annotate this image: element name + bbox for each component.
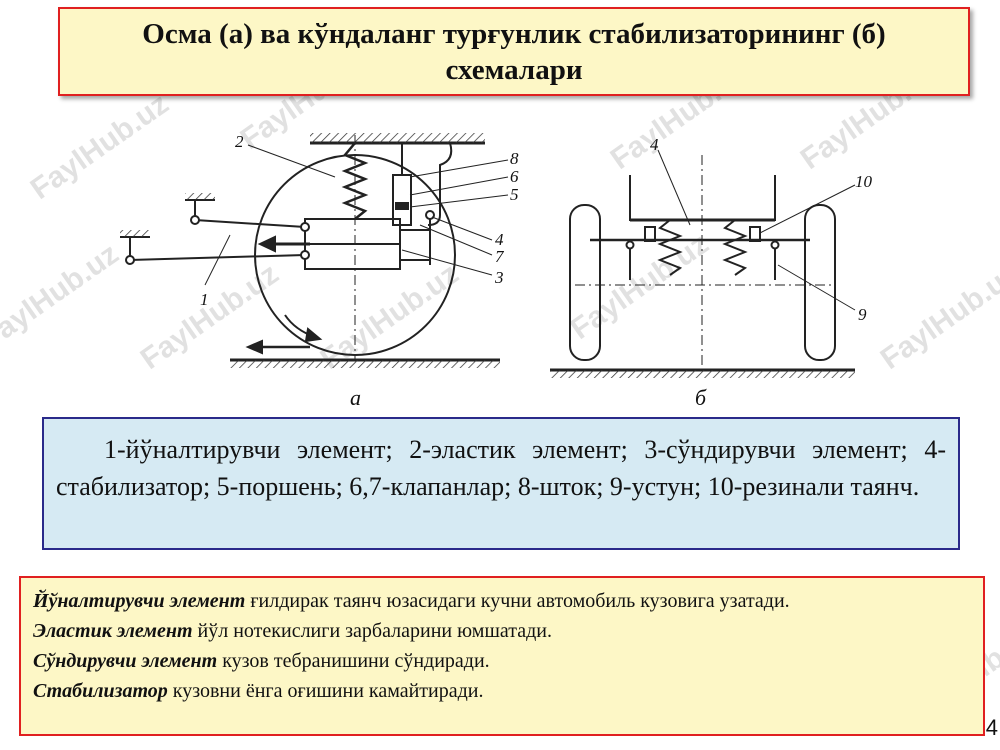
callout-4b: 4 bbox=[650, 135, 659, 154]
page-number: 4 bbox=[985, 715, 998, 740]
figure-label-a: а bbox=[350, 385, 361, 410]
callout-2: 2 bbox=[235, 132, 244, 151]
callout-3: 3 bbox=[494, 268, 504, 287]
callout-1: 1 bbox=[200, 290, 209, 309]
watermark: FaylHub.uz bbox=[0, 237, 125, 356]
suspension-diagram: 1 2 3 4 5 6 7 8 4 9 10 а б bbox=[120, 132, 873, 410]
definition-text: кузовни ёнга оғишини камайтиради. bbox=[167, 680, 484, 702]
spring-2 bbox=[341, 142, 369, 220]
watermark: FaylHub.uz bbox=[874, 257, 1000, 376]
figure-label-b: б bbox=[695, 385, 707, 410]
wheel-left bbox=[569, 204, 601, 361]
definition-item: Эластик элемент йўл нотекислиги зарбалар… bbox=[33, 616, 971, 646]
callout-6: 6 bbox=[510, 167, 519, 186]
definition-text: кузов тебранишини сўндиради. bbox=[217, 650, 490, 672]
definition-term: Сўндирувчи элемент bbox=[33, 650, 218, 672]
shock-absorber bbox=[392, 174, 412, 226]
definition-item: Сўндирувчи элемент кузов тебранишини сўн… bbox=[33, 646, 971, 676]
definitions-box: Йўналтирувчи элемент ғилдирак таянч юзас… bbox=[19, 576, 985, 736]
definition-item: Йўналтирувчи элемент ғилдирак таянч юзас… bbox=[33, 586, 971, 616]
definition-text: ғилдирак таянч юзасидаги кучни автомобил… bbox=[245, 590, 790, 612]
callout-8: 8 bbox=[510, 149, 519, 168]
definition-term: Стабилизатор bbox=[33, 680, 168, 702]
definition-term: Йўналтирувчи элемент bbox=[33, 590, 246, 612]
callout-5: 5 bbox=[510, 185, 519, 204]
wheel-right bbox=[804, 204, 836, 361]
callout-4: 4 bbox=[495, 230, 504, 249]
slide-title: Осма (а) ва кўндаланг турғунлик стабилиз… bbox=[58, 7, 970, 96]
definition-text: йўл нотекислиги зарбаларини юмшатади. bbox=[192, 620, 552, 642]
callout-9: 9 bbox=[858, 305, 867, 324]
legend-text: 1-йўналтирувчи элемент; 2-эластик элемен… bbox=[56, 435, 946, 501]
slide-title-text: Осма (а) ва кўндаланг турғунлик стабилиз… bbox=[142, 17, 886, 86]
definition-item: Стабилизатор кузовни ёнга оғишини камайт… bbox=[33, 676, 971, 706]
callout-7: 7 bbox=[495, 247, 505, 266]
callout-10: 10 bbox=[855, 172, 873, 191]
definition-term: Эластик элемент bbox=[33, 620, 193, 642]
legend-box: 1-йўналтирувчи элемент; 2-эластик элемен… bbox=[42, 417, 960, 550]
